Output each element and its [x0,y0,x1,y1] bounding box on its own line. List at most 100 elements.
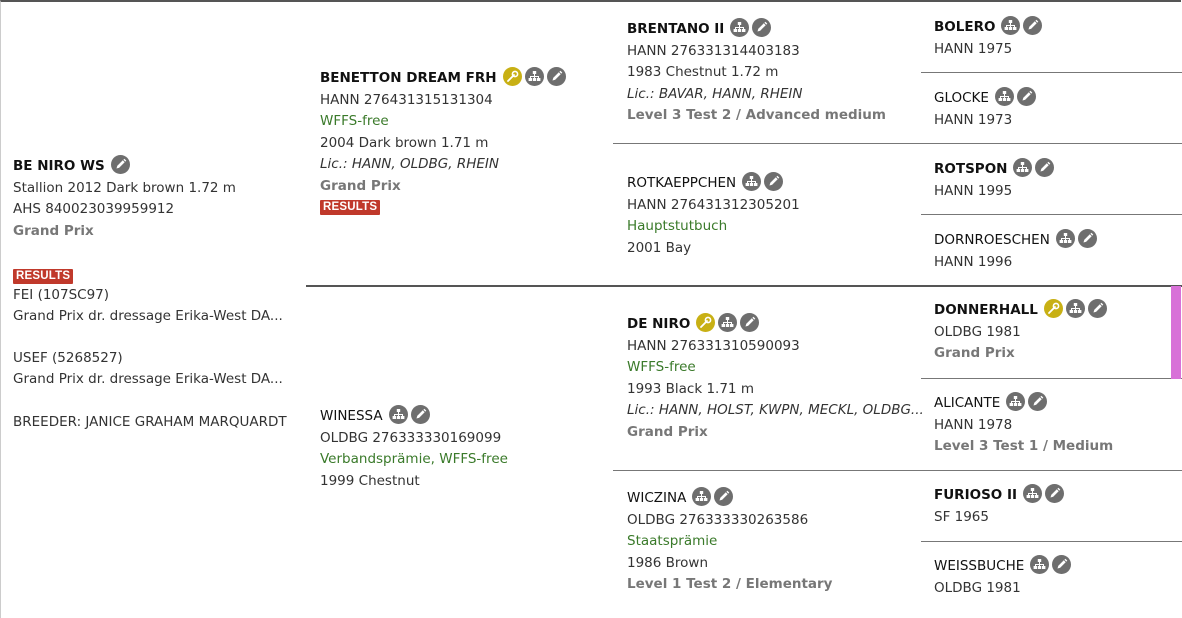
icon-group [692,487,734,506]
pedigree-tree-icon[interactable] [742,172,762,191]
pedigree-tree-icon[interactable] [1001,16,1021,35]
deniro-lic: Lic.: HANN, HOLST, KWPN, MECKL, OLDBG... [627,402,924,418]
rotkaeppchen-award: Hauptstutbuch [627,218,728,234]
pencil-edit-icon[interactable] [110,155,130,174]
subject-reg: AHS 840023039959912 [13,201,175,217]
pedigree-tree-icon[interactable] [692,487,712,506]
results-badge[interactable]: RESULTS [320,200,381,215]
pedigree-tree-icon[interactable] [388,405,408,424]
deniro-name[interactable]: DE NIRO [627,316,691,332]
pedigree-tree-icon[interactable] [718,313,738,332]
pencil-edit-icon[interactable] [546,67,566,86]
pencil-edit-icon[interactable] [1016,87,1036,106]
divider-g4-7 [921,541,1182,542]
pencil-edit-icon[interactable] [1035,158,1055,177]
donnerhall-cell: DONNERHALL OLDBG 1981 Grand Prix [934,299,1107,365]
deniro-reg: HANN 276331310590093 [627,337,800,354]
pencil-edit-icon[interactable] [1023,16,1043,35]
alicante-cell: ALICANTE HANN 1978 Level 3 Test 1 / Medi… [934,392,1113,458]
subject-level: Grand Prix [13,222,94,239]
glocke-name[interactable]: GLOCKE [934,90,989,106]
weissbuche-cell: WEISSBUCHE OLDBG 1981 [934,555,1072,599]
pedigree-tree-icon[interactable] [1006,392,1026,411]
icon-group [730,18,772,37]
brentano-reg: HANN 276331314403183 [627,42,800,59]
sire-name[interactable]: BENETTON DREAM FRH [320,70,497,86]
pencil-edit-icon[interactable] [1045,484,1065,503]
pedigree-tree-icon[interactable] [994,87,1014,106]
furioso-name[interactable]: FURIOSO II [934,487,1018,503]
pencil-edit-icon[interactable] [752,18,772,37]
brentano-level: Level 3 Test 2 / Advanced medium [627,107,886,123]
bolero-name[interactable]: BOLERO [934,19,996,35]
sire-award: WFFS-free [320,113,389,129]
weissbuche-name[interactable]: WEISSBUCHE [934,558,1025,574]
results-badge[interactable]: RESULTS [13,268,74,284]
sire-key-icon[interactable] [1043,299,1063,318]
icon-group [1030,555,1072,574]
pedigree-tree-icon[interactable] [730,18,750,37]
dam-award: Verbandsprämie, WFFS-free [320,451,508,467]
icon-group [742,172,784,191]
pencil-edit-icon[interactable] [1087,299,1107,318]
subject-name[interactable]: BE NIRO WS [13,158,105,174]
wiczina-cell: WICZINA OLDBG 276333330263586 Staatspräm… [627,487,832,596]
sire-level: Grand Prix [320,177,401,194]
rotkaeppchen-info: 2001 Bay [627,239,692,256]
pedigree-tree-icon[interactable] [1030,555,1050,574]
pedigree-tree-icon[interactable] [524,67,544,86]
icon-group [696,313,760,332]
sire-cell: BENETTON DREAM FRH HANN 276431315131304 … [320,67,566,215]
weissbuche-reg: OLDBG 1981 [934,579,1021,596]
rotkaeppchen-name[interactable]: ROTKAEPPCHEN [627,175,737,191]
divider-g3-2 [613,470,921,471]
pencil-edit-icon[interactable] [1028,392,1048,411]
sire-info: 2004 Dark brown 1.71 m [320,134,489,151]
wiczina-level: Level 1 Test 2 / Elementary [627,576,833,592]
pedigree-tree-icon[interactable] [1013,158,1033,177]
pencil-edit-icon[interactable] [714,487,734,506]
pencil-edit-icon[interactable] [410,405,430,424]
usef-result[interactable]: Grand Prix dr. dressage Erika-West DA... [13,371,283,387]
divider-g4-6 [921,470,1182,471]
brentano-lic: Lic.: BAVAR, HANN, RHEIN [627,85,803,102]
glocke-reg: HANN 1973 [934,111,1013,128]
rotspon-name[interactable]: ROTSPON [934,161,1008,177]
dornroeschen-cell: DORNROESCHEN HANN 1996 [934,229,1097,273]
highlight-bar [1171,286,1181,379]
pencil-edit-icon[interactable] [1052,555,1072,574]
subject-info: Stallion 2012 Dark brown 1.72 m [13,179,236,196]
bolero-cell: BOLERO HANN 1975 [934,16,1043,60]
pedigree-tree-icon[interactable] [1023,484,1043,503]
fei-result[interactable]: Grand Prix dr. dressage Erika-West DA... [13,307,283,324]
brentano-name[interactable]: BRENTANO II [627,21,725,37]
pencil-edit-icon[interactable] [740,313,760,332]
glocke-cell: GLOCKE HANN 1973 [934,87,1036,131]
pencil-edit-icon[interactable] [764,172,784,191]
donnerhall-name[interactable]: DONNERHALL [934,302,1038,318]
pedigree-tree-icon[interactable] [1065,299,1085,318]
pencil-edit-icon[interactable] [1077,229,1097,248]
rotkaeppchen-reg: HANN 276431312305201 [627,196,800,213]
wiczina-name[interactable]: WICZINA [627,490,687,506]
dam-name[interactable]: WINESSA [320,408,383,424]
dam-cell: WINESSA OLDBG 276333330169099 Verbandspr… [320,405,508,492]
alicante-name[interactable]: ALICANTE [934,395,1001,411]
alicante-level: Level 3 Test 1 / Medium [934,438,1114,454]
deniro-level: Grand Prix [627,423,708,440]
deniro-info: 1993 Black 1.71 m [627,380,754,397]
deniro-cell: DE NIRO HANN 276331310590093 WFFS-free 1… [627,313,924,443]
wiczina-award: Staatsprämie [627,533,718,549]
furioso-reg: SF 1965 [934,508,989,525]
rotkaeppchen-cell: ROTKAEPPCHEN HANN 276431312305201 Haupts… [627,172,800,259]
divider-g4-1 [921,72,1182,73]
sire-key-icon[interactable] [696,313,716,332]
icon-group [994,87,1036,106]
icon-group [1055,229,1097,248]
dornroeschen-name[interactable]: DORNROESCHEN [934,232,1050,248]
sire-key-icon[interactable] [502,67,522,86]
dam-info: 1999 Chestnut [320,472,420,489]
pedigree-tree-icon[interactable] [1055,229,1075,248]
dornroeschen-reg: HANN 1996 [934,253,1013,270]
